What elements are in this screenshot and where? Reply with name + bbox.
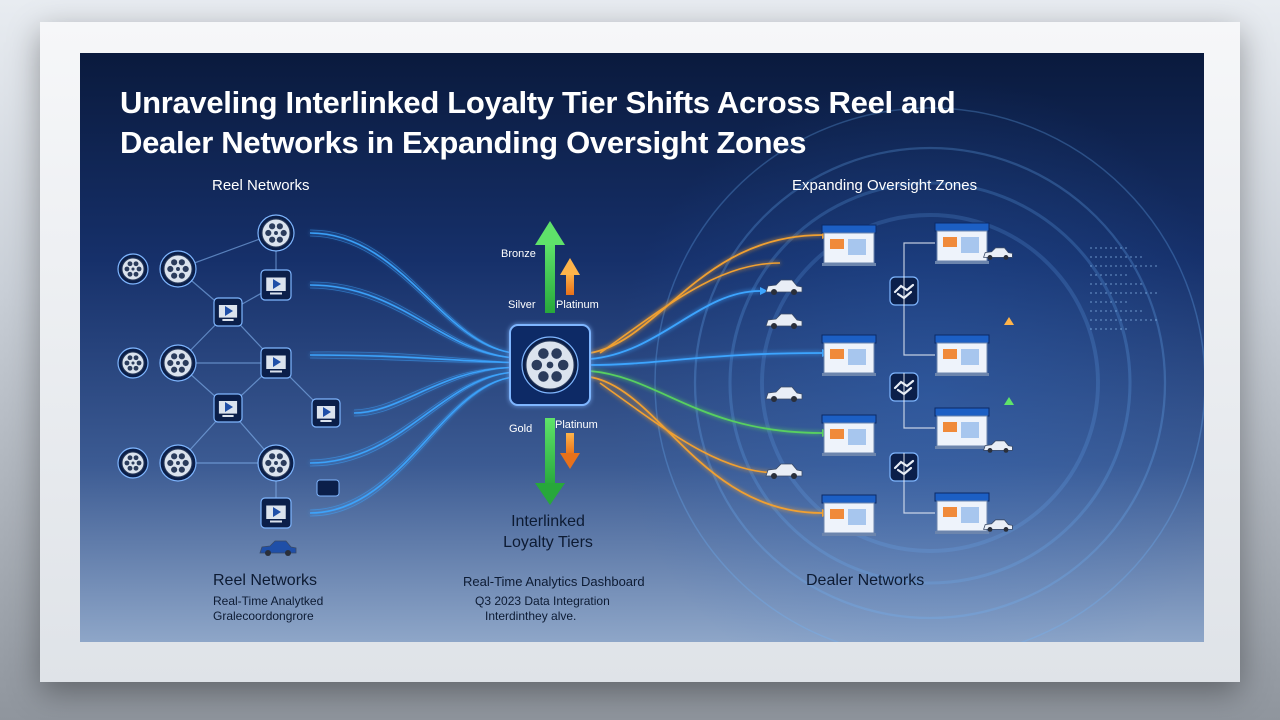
reel-sub-line2: Gralecoordongrore [213,609,314,623]
reel-flow-line [309,284,511,359]
reel-flow-line [309,372,511,461]
tier-small-down-arrowhead [560,453,580,469]
reel-flow-line [309,235,511,353]
tier-down-arrowhead [535,483,565,505]
dealer-flow-line [589,234,823,354]
reel-flow-line [309,287,511,358]
dealer-connector [903,453,935,514]
dashboard-line3: Interdinthey alve. [485,609,577,623]
dealer-connector [903,277,935,356]
reel-flow-line [309,377,511,511]
reel-flow-line [309,377,511,517]
tier-platinum-top: Platinum [556,299,599,311]
dealer-store-icon [934,222,990,264]
dealer-store-icon [934,407,990,449]
network-diagram [117,73,1204,642]
dealer-connector [903,373,935,429]
page-title: Unraveling Interlinked Loyalty Tier Shif… [120,85,956,160]
dealer-flow-line [599,262,781,354]
monitor-icon [213,393,243,423]
video-screen-icon [260,497,292,529]
monitor-icon [311,398,341,428]
tier-platinum-bottom: Platinum [555,419,598,431]
dealer-store-icon [821,334,877,376]
monitor-icon [316,479,340,497]
interlinked-tiers-line2: Loyalty Tiers [503,534,593,551]
tier-down-arrow [545,418,555,486]
film-reel-icon [117,253,149,285]
car-icon [765,279,803,295]
reel-networks-bottom-label: Reel Networks [213,572,318,589]
dealer-connector [903,242,935,277]
film-reel-icon [257,444,295,482]
dealer-store-icon [821,414,877,456]
tier-silver: Silver [508,299,536,311]
reel-flow-line [309,372,511,467]
interlinked-tiers-line1: Interlinked [511,513,585,530]
reel-flow-line [309,229,511,353]
dealer-networks-label: Dealer Networks [806,572,925,589]
video-screen-icon [260,269,292,301]
dealer-flow-line [589,352,823,366]
reel-flow-line [309,357,511,363]
monitor-icon [213,297,243,327]
display-screen: Unraveling Interlinked Loyalty Tier Shif… [80,53,1204,642]
reel-flow-line [309,354,511,364]
dashboard-line2: Q3 2023 Data Integration [475,594,610,608]
film-reel-icon [159,250,197,288]
dashboard-line1: Real-Time Analytics Dashboard [463,574,645,589]
reel-flow-line [353,366,511,414]
reel-flow-line [309,376,511,514]
tier-up-arrowhead [535,221,565,245]
dealer-store-icon [821,224,877,266]
film-reel-icon [117,447,149,479]
dealer-store-icon [934,334,990,376]
reel-networks-top-label: Reel Networks [212,177,310,194]
oversight-ring [654,107,1204,642]
dealer-store-icon [934,492,990,534]
dealer-flow-line [589,370,823,434]
tier-bronze: Bronze [501,248,536,260]
dealer-flow-line [599,382,781,474]
tier-gold: Gold [509,423,533,435]
flow-arrowhead [760,287,768,295]
oversight-ring [728,181,1132,585]
film-reel-icon [159,344,197,382]
film-reel-icon [257,214,295,252]
reel-flow-line [353,367,511,411]
car-icon [983,440,1013,453]
reel-flow-line [309,232,511,354]
dealer-flow-line [589,376,823,514]
store-tier-arrow [1004,397,1014,405]
dealer-store-icon [821,494,877,536]
car-icon [259,540,297,556]
tier-small-up-arrowhead [560,258,580,275]
film-reel-icon [117,347,149,379]
reel-flow-line [309,351,511,363]
store-tier-arrow [1004,317,1014,325]
hub-film-reel [521,336,579,394]
car-icon [983,519,1013,532]
car-icon [765,463,803,479]
oversight-zones-label: Expanding Oversight Zones [792,177,978,194]
reel-flow-line [309,371,511,464]
car-icon [765,313,803,329]
tier-up-arrow [545,243,555,313]
reel-sub-line1: Real-Time Analytked [213,594,324,608]
tier-small-up-arrow [566,273,574,295]
film-reel-icon [159,444,197,482]
car-icon [765,386,803,402]
dealer-flow-line [589,290,761,360]
video-screen-icon [260,347,292,379]
oversight-ring [693,146,1167,620]
car-icon [983,247,1013,260]
oversight-ring [760,213,1100,553]
tier-small-down-arrow [566,433,574,455]
reel-flow-line [309,281,511,358]
reel-flow-line [353,367,511,417]
